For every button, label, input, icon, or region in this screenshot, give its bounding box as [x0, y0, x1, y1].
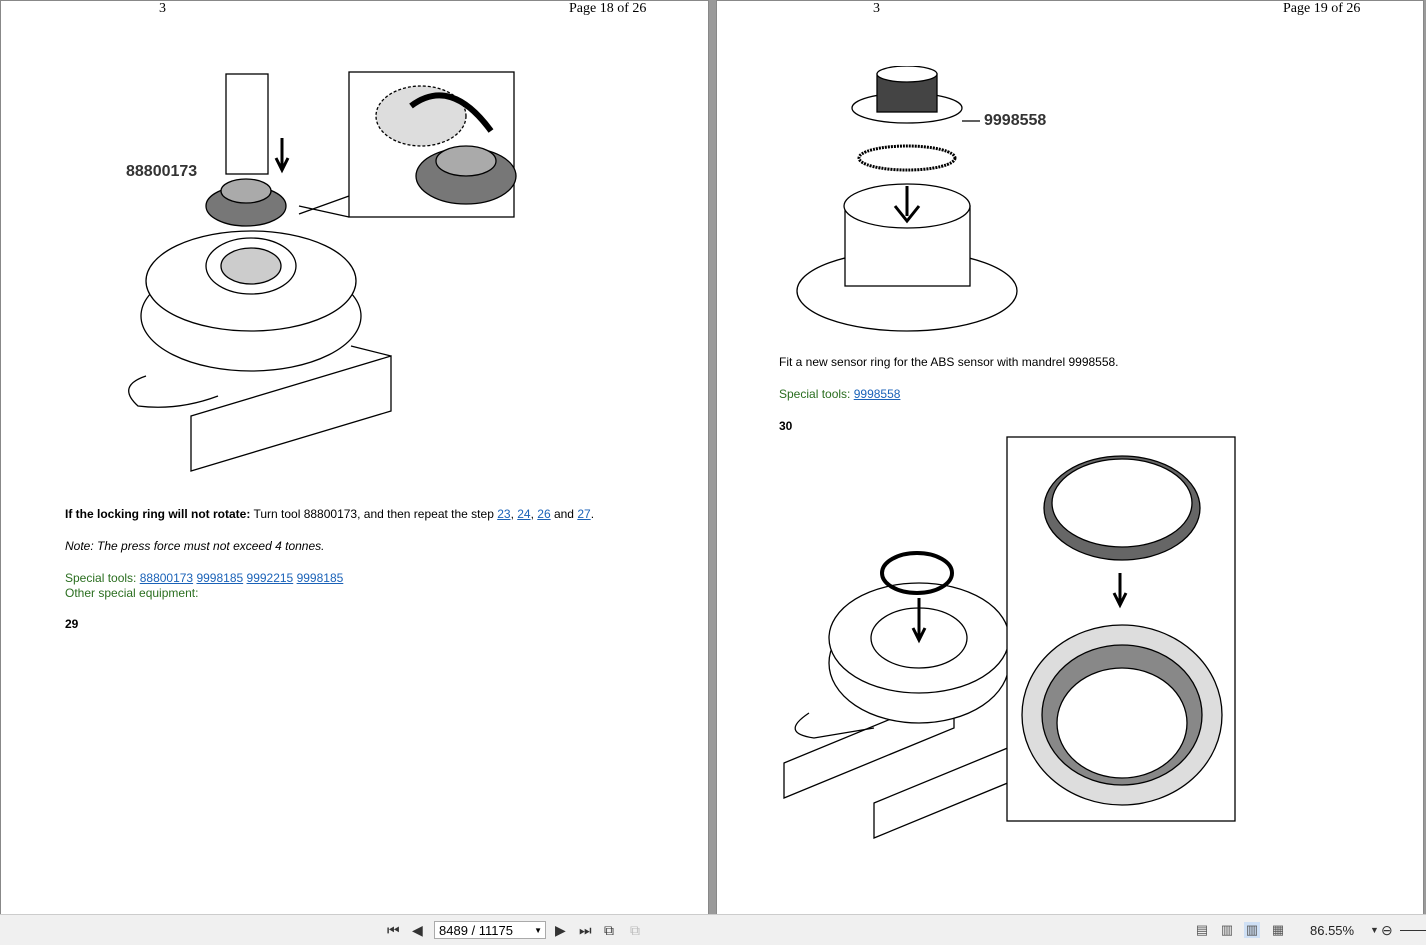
zoom-out-icon[interactable]: ⊖ — [1381, 922, 1393, 938]
tool-link[interactable]: 88800173 — [139, 571, 194, 585]
sensor-ring-illustration — [796, 66, 1018, 332]
section-number: 3 — [873, 1, 880, 16]
tool-link[interactable]: 9998558 — [853, 387, 901, 401]
zoom-level[interactable]: 86.55% — [1310, 923, 1355, 938]
section-number: 3 — [159, 1, 166, 16]
special-tools: Special tools: 88800173 9998185 9992215 … — [65, 571, 343, 585]
tool-link[interactable]: 9998185 — [196, 571, 244, 585]
pdf-page-18: 3 Page 18 of 26 88800173 If the locking … — [0, 0, 709, 915]
previous-view-icon[interactable]: ⧉ — [604, 922, 614, 938]
continuous-view-icon[interactable]: ▥ — [1220, 922, 1234, 937]
page-label: Page 18 of 26 — [569, 1, 647, 16]
special-tools: Special tools: 9998558 — [779, 387, 900, 401]
prev-page-icon[interactable]: ◀ — [412, 922, 423, 938]
step-number: 30 — [779, 419, 793, 433]
seal-fitting-illustration — [783, 436, 1236, 839]
tool-link[interactable]: 9998185 — [296, 571, 344, 585]
special-tools-label: Special tools: — [65, 571, 137, 585]
first-page-icon[interactable]: ⏮ — [387, 922, 400, 938]
special-tools-label: Special tools: — [779, 387, 851, 401]
step-condition: If the locking ring will not rotate: — [65, 507, 251, 521]
tool-callout: 9998558 — [984, 112, 1047, 129]
continuous-facing-view-icon[interactable]: ▦ — [1271, 922, 1285, 937]
other-equipment: Other special equipment: — [65, 586, 199, 600]
page-number-input[interactable]: 8489 / 11175 ▼ — [434, 921, 546, 939]
step-number: 29 — [65, 617, 79, 631]
chevron-down-icon[interactable]: ▼ — [534, 926, 542, 935]
zoom-slider[interactable] — [1400, 930, 1426, 931]
last-page-icon[interactable]: ⏭ — [579, 922, 592, 938]
step-link[interactable]: 24 — [517, 507, 531, 521]
next-view-icon[interactable]: ⧉ — [630, 922, 640, 938]
step-link[interactable]: 23 — [497, 507, 511, 521]
tool-callout: 88800173 — [126, 163, 198, 180]
tool-link[interactable]: 9992215 — [246, 571, 294, 585]
page-label: Page 19 of 26 — [1283, 1, 1361, 16]
next-page-icon[interactable]: ▶ — [555, 922, 566, 938]
facing-view-icon[interactable]: ▥ — [1244, 922, 1260, 938]
and-text: and — [550, 507, 578, 521]
step-text: If the locking ring will not rotate: Tur… — [65, 507, 595, 521]
pdf-page-19: 3 Page 19 of 26 9998558 Fit a new sensor… — [716, 0, 1424, 915]
page-number-value: 8489 / 11175 — [439, 923, 513, 938]
navigation-toolbar: ⏮ ◀ 8489 / 11175 ▼ ▶ ⏭ ⧉ ⧉ ▤ ▥ ▥ ▦ 86.55%… — [0, 914, 1426, 945]
hub-press-illustration — [128, 71, 517, 472]
note: Note: The press force must not exceed 4 … — [65, 539, 325, 553]
step-body: Turn tool 88800173, and then repeat the … — [250, 507, 498, 521]
instruction: Fit a new sensor ring for the ABS sensor… — [779, 355, 1119, 369]
zoom-dropdown-icon[interactable]: ▼ — [1370, 925, 1379, 935]
step-link[interactable]: 26 — [537, 507, 551, 521]
single-page-view-icon[interactable]: ▤ — [1195, 922, 1209, 937]
step-link[interactable]: 27 — [577, 507, 591, 521]
